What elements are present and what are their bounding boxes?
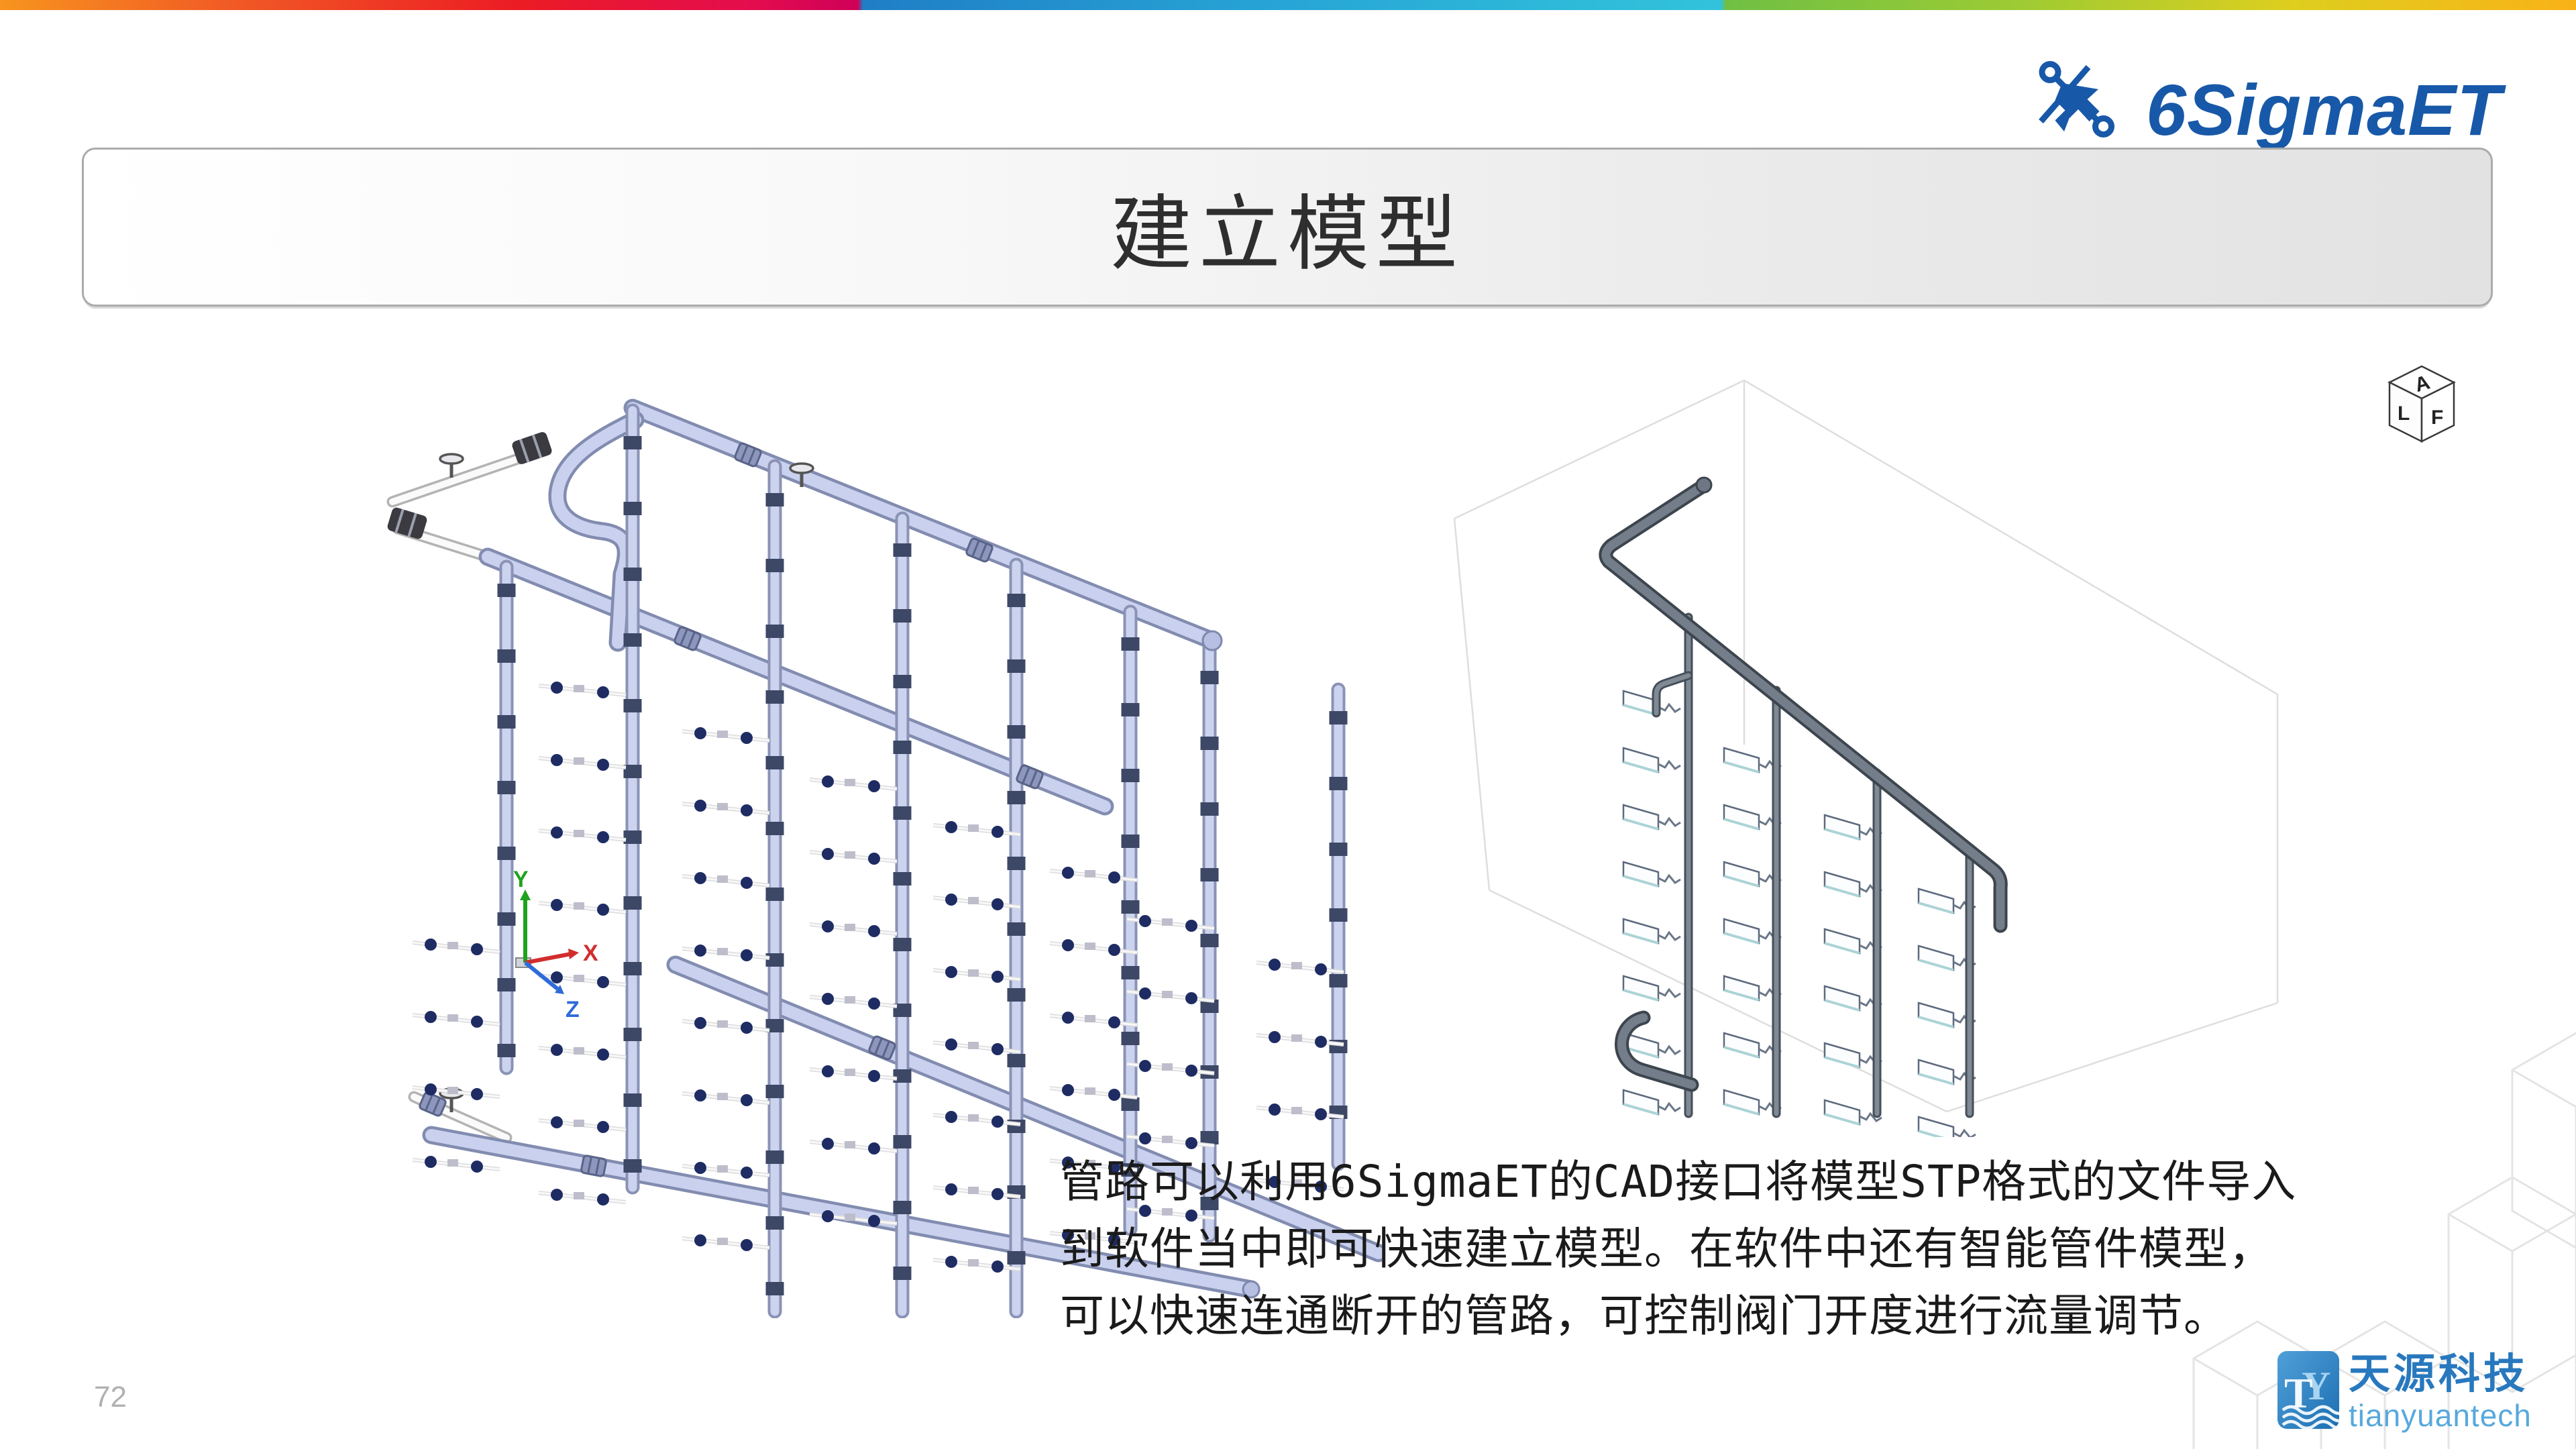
ty-monogram-y: Y [2302, 1364, 2330, 1408]
brand-name: 6SigmaET [2146, 68, 2502, 150]
title-banner: 建立模型 [82, 148, 2493, 307]
axis-x-label: X [583, 941, 598, 966]
body-text: 管路可以利用6SigmaET的CAD接口将模型STP格式的文件导入 到软件当中即… [1060, 1148, 2297, 1350]
axis-y-label: Y [513, 867, 529, 892]
footer-logo-name-cn: 天源科技 [2349, 1351, 2529, 1397]
body-line-1: 管路可以利用6SigmaET的CAD接口将模型STP格式的文件导入 [1060, 1156, 2297, 1208]
footer-logo: Y T 天源科技 tianyuantech [2277, 1351, 2546, 1438]
cad-image-pipes-left: Y X Z [384, 398, 1382, 1318]
view-cube-front-label: F [2431, 407, 2443, 429]
footer-logo-name-en: tianyuantech [2349, 1398, 2532, 1433]
page-title: 建立模型 [1110, 189, 1464, 280]
axis-z-label: Z [566, 997, 580, 1022]
6sigmaet-logo-icon [2039, 61, 2114, 138]
view-cube-icon: A L F [2387, 365, 2456, 443]
cad-image-pipes-right [1453, 379, 2279, 1137]
page-number: 72 [94, 1381, 127, 1413]
brand-logo: 6SigmaET [2036, 59, 2501, 160]
ty-logo-icon: Y T [2277, 1351, 2339, 1429]
view-cube-left-label: L [2398, 402, 2410, 425]
body-line-2: 到软件当中即可快速建立模型。在软件中还有智能管件模型， [1060, 1223, 2273, 1275]
wireframe-room [1453, 379, 2279, 1113]
body-line-3: 可以快速连通断开的管路，可控制阀门开度进行流量调节。 [1060, 1290, 2229, 1342]
axis-triad: Y X Z [513, 867, 598, 1022]
rainbow-top-bar [0, 0, 2576, 10]
